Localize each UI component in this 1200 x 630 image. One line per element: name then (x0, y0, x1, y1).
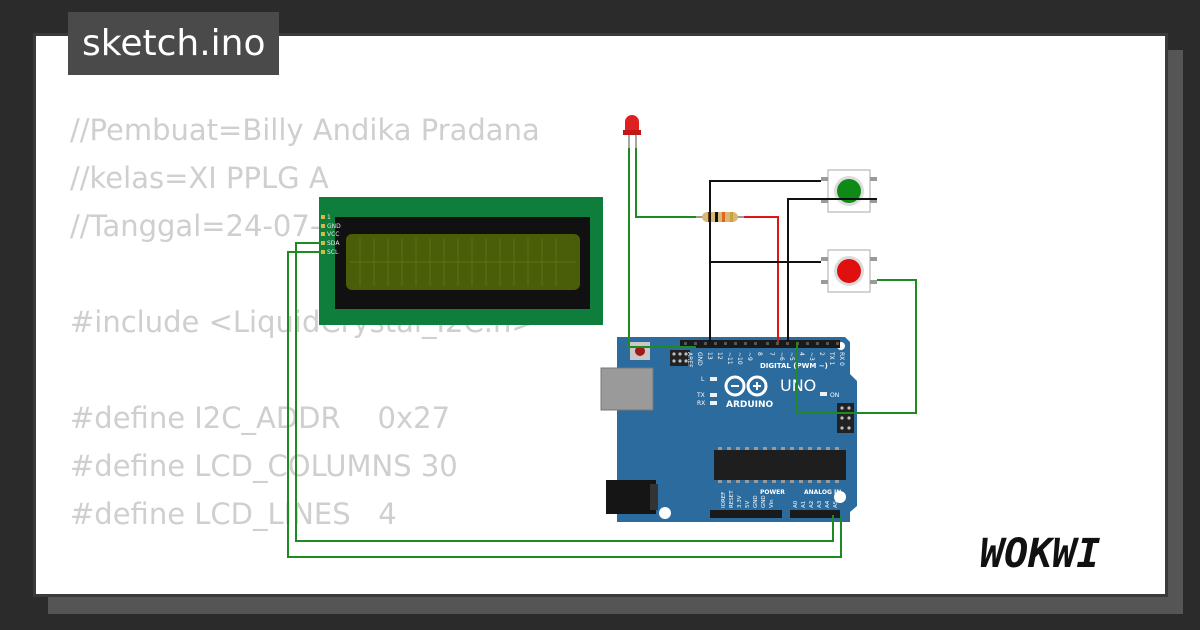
push-button-red[interactable] (821, 249, 877, 293)
power-label: POWER (760, 489, 785, 496)
svg-text:A1: A1 (801, 501, 807, 508)
svg-text:~10: ~10 (736, 352, 743, 365)
svg-text:A4: A4 (825, 500, 831, 508)
power-analog-pin-labels: IOREF RESET 3.3V 5V GND GND Vin A0 A1 A2… (721, 490, 839, 508)
arduino-model: UNO (780, 376, 816, 395)
arduino-logo-icon (724, 375, 768, 397)
svg-text:4: 4 (798, 352, 805, 356)
arduino-brand: ARDUINO (726, 400, 774, 410)
code-line: #define I2C_ADDR 0x27 (70, 401, 451, 435)
svg-text:GND: GND (753, 495, 759, 508)
svg-text:RESET: RESET (729, 490, 735, 508)
svg-text:8: 8 (756, 352, 763, 356)
code-line: //Tanggal=24-07- (70, 209, 321, 243)
push-button-green[interactable] (821, 169, 877, 213)
code-line: //Pembuat=Billy Andika Pradana (70, 113, 540, 147)
svg-text:L: L (701, 376, 705, 383)
svg-text:A3: A3 (817, 500, 823, 508)
analog-header (790, 510, 840, 518)
svg-text:3.3V: 3.3V (737, 495, 743, 508)
svg-text:TX 1: TX 1 (828, 351, 835, 366)
code-preview: //Pembuat=Billy Andika Pradana //kelas=XI… (70, 106, 962, 594)
svg-text:GND: GND (696, 352, 703, 366)
svg-text:RX 0: RX 0 (838, 352, 845, 366)
digital-label: DIGITAL (PWM ~) (760, 362, 828, 370)
svg-text:12: 12 (716, 352, 723, 360)
wires (287, 148, 917, 558)
svg-text:RX: RX (697, 400, 705, 407)
svg-text:7: 7 (768, 352, 775, 356)
code-line: LiquidCrystal_I2C lcd(I2C_ADDR, LCD_COLU… (70, 586, 962, 594)
lcd-pin-gnd: GND (327, 223, 341, 230)
svg-text:A5: A5 (833, 500, 839, 508)
code-line: //kelas=XI PPLG A (70, 161, 329, 195)
lcd-pin-1: 1 (327, 214, 331, 221)
svg-text:13: 13 (706, 352, 713, 360)
lcd-pin-labels: 1 GND VCC SDA SCL (321, 214, 341, 256)
svg-text:AREF: AREF (686, 352, 693, 368)
svg-text:TX: TX (696, 392, 705, 399)
svg-text:~11: ~11 (726, 352, 733, 365)
lcd-pin-sda: SDA (327, 240, 340, 247)
lcd-module[interactable]: 1 GND VCC SDA SCL (319, 197, 603, 325)
svg-text:5V: 5V (745, 501, 751, 508)
arduino-uno[interactable]: AREF GND 13 12 ~11 ~10 ~9 8 7 ~6 ~5 4 ~3… (600, 337, 857, 522)
wokwi-logo: WOKWI (980, 531, 1100, 577)
svg-text:GND: GND (761, 495, 767, 508)
board-leds: L TX RX ON (696, 376, 839, 407)
analog-label: ANALOG IN (804, 489, 841, 496)
icsp-header (670, 350, 854, 433)
code-line: #define LCD_LINES 4 (70, 497, 397, 531)
svg-text:IOREF: IOREF (721, 492, 727, 508)
atmega-chip (714, 450, 846, 480)
power-header (710, 510, 782, 518)
svg-text:~6: ~6 (778, 352, 785, 361)
lcd-pin-scl: SCL (327, 249, 339, 256)
svg-text:2: 2 (818, 352, 825, 356)
red-led[interactable] (623, 115, 641, 148)
code-line: #define LCD_COLUMNS 30 (70, 449, 458, 483)
svg-text:ON: ON (830, 392, 839, 399)
svg-text:~9: ~9 (746, 352, 753, 361)
lcd-char-grid (350, 238, 576, 286)
lcd-pin-vcc: VCC (327, 231, 339, 238)
wokwi-logo-text: WOKWI (980, 531, 1100, 577)
svg-text:Vin: Vin (769, 499, 775, 508)
file-name-badge: sketch.ino (68, 12, 280, 75)
power-jack-icon (606, 480, 656, 514)
svg-text:A2: A2 (809, 501, 815, 508)
resistor[interactable] (692, 212, 744, 222)
svg-text:~3: ~3 (808, 352, 815, 361)
svg-text:A0: A0 (793, 500, 799, 508)
digital-pin-labels: AREF GND 13 12 ~11 ~10 ~9 8 7 ~6 ~5 4 ~3… (686, 351, 845, 368)
usb-port-icon (600, 367, 654, 411)
digital-header (680, 340, 840, 348)
svg-text:~5: ~5 (788, 352, 795, 361)
